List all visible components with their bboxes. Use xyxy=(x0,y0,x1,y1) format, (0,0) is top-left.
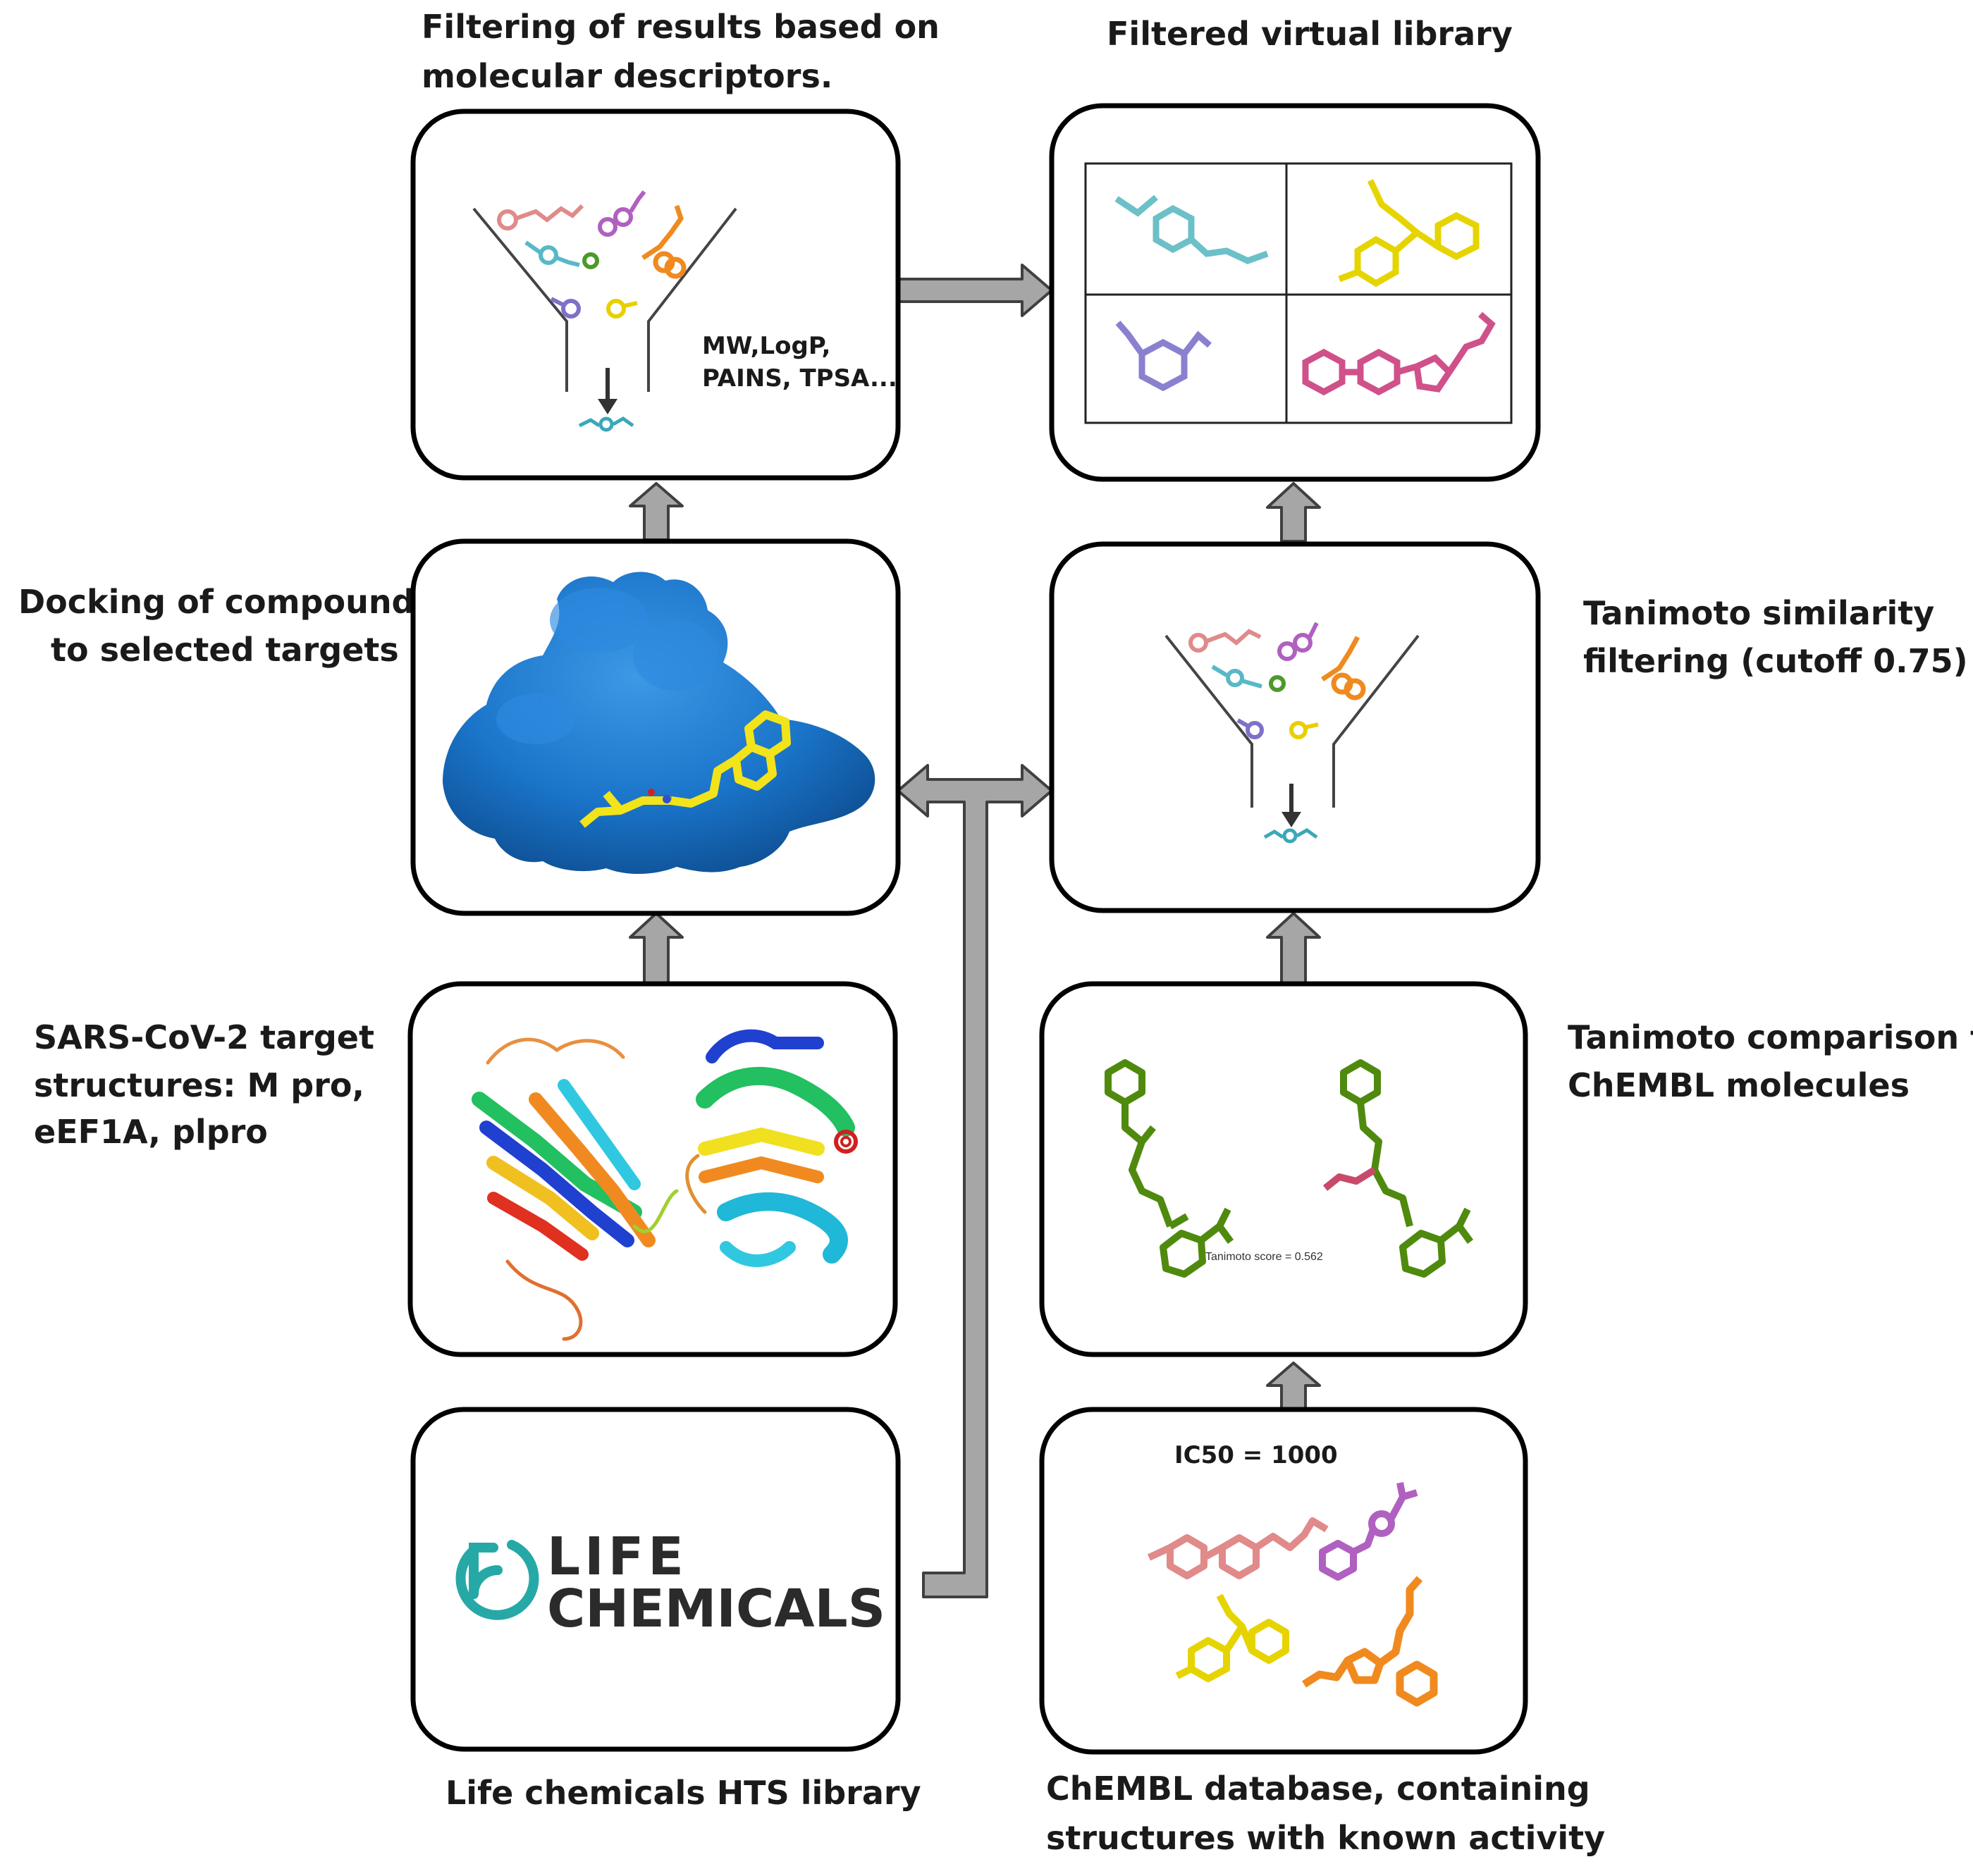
label-chembl-line1: ChEMBL database, containing xyxy=(1046,1770,1590,1808)
label-targets-line2: structures: M pro, xyxy=(34,1066,364,1104)
protein-ribbons-image xyxy=(472,1029,858,1341)
box-life-chemicals xyxy=(410,1407,901,1752)
arrow-up-filtering xyxy=(629,482,684,541)
label-filtering-line1: Filtering of results based on xyxy=(422,8,940,46)
logo-line2: CHEMICALS xyxy=(547,1579,885,1639)
molecule-output xyxy=(578,416,634,432)
descriptors-line2: PAINS, TPSA... xyxy=(702,364,897,393)
lib-molecule-lavender xyxy=(1115,321,1212,392)
protein-surface xyxy=(443,572,875,875)
descriptors-line1: MW,LogP, xyxy=(702,332,830,360)
molecule-green xyxy=(582,252,599,269)
arrow-up-filtered-library xyxy=(1266,482,1321,543)
label-tanimoto-sim-line2: filtering (cutoff 0.75) xyxy=(1583,642,1968,680)
label-tanimoto-cmp-line2: ChEMBL molecules xyxy=(1568,1066,1910,1104)
arrow-branch-life xyxy=(897,764,1053,1598)
library-grid xyxy=(1084,162,1513,424)
protein-surface-image xyxy=(443,572,875,875)
life-chemicals-logo: LIFE CHEMICALS xyxy=(455,1526,885,1639)
molecule-yellow xyxy=(606,299,638,319)
arrow-up-tanimoto-sim xyxy=(1266,912,1321,985)
arrow-right-top xyxy=(897,264,1053,317)
box-filtering xyxy=(410,109,901,481)
label-docking-line1: Docking of compounds xyxy=(18,583,434,621)
tanimoto-score: Tanimoto score = 0.562 xyxy=(1205,1251,1323,1263)
funnel-filtering xyxy=(472,190,737,432)
label-chembl-line2: structures with known activity xyxy=(1046,1819,1605,1857)
box-tanimoto-cmp xyxy=(1039,981,1528,1357)
funnel-tanimoto xyxy=(1164,622,1420,844)
chembl-comparison-image xyxy=(1105,1059,1474,1278)
label-targets-line1: SARS-CoV-2 target xyxy=(34,1018,374,1056)
lib-molecule-magenta xyxy=(1302,311,1496,396)
label-life-library: Life chemicals HTS library xyxy=(445,1774,921,1812)
chembl-molecule-yellow xyxy=(1175,1593,1289,1682)
molecule-purple xyxy=(598,190,646,237)
label-tanimoto-cmp-line1: Tanimoto comparison to xyxy=(1568,1018,1973,1056)
molecule-cyan xyxy=(524,240,580,267)
label-docking-line2: to selected targets xyxy=(51,631,399,669)
ic50-text: IC50 = 1000 xyxy=(1174,1441,1338,1469)
ligand-yellow xyxy=(579,710,791,828)
chembl-molecules-image xyxy=(1147,1482,1438,1707)
lib-molecule-cyan xyxy=(1114,195,1269,264)
lib-molecule-yellow xyxy=(1338,179,1480,288)
logo-line1: LIFE xyxy=(547,1526,688,1587)
molecule-pink xyxy=(497,204,584,230)
molecule-orange xyxy=(641,204,687,279)
chembl-molecule-pink xyxy=(1147,1517,1329,1579)
label-tanimoto-sim-line1: Tanimoto similarity xyxy=(1583,594,1934,632)
label-filtered-library: Filtered virtual library xyxy=(1107,15,1513,53)
label-filtering-line2: molecular descriptors. xyxy=(422,57,832,95)
chembl-molecule-purple xyxy=(1319,1482,1418,1581)
logo-mark-icon xyxy=(455,1540,539,1620)
chembl-molecule-orange xyxy=(1302,1576,1438,1707)
label-targets-line3: eEF1A, plpro xyxy=(34,1113,268,1151)
arrow-up-docking xyxy=(629,912,684,985)
box-tanimoto-sim xyxy=(1049,541,1541,913)
arrow-up-tanimoto-cmp xyxy=(1266,1362,1321,1412)
molecule-lavender xyxy=(550,297,581,319)
